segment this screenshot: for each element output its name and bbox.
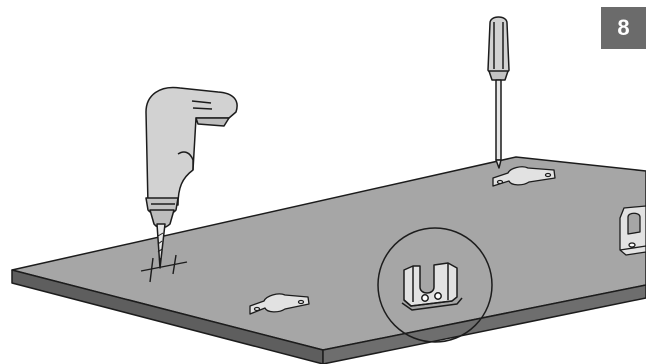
screwdriver-icon [488, 17, 509, 168]
panel-board [12, 157, 646, 364]
step-number-badge: 8 [601, 7, 646, 49]
panel-top-face [12, 157, 646, 350]
hanging-bracket-icon [620, 206, 646, 255]
